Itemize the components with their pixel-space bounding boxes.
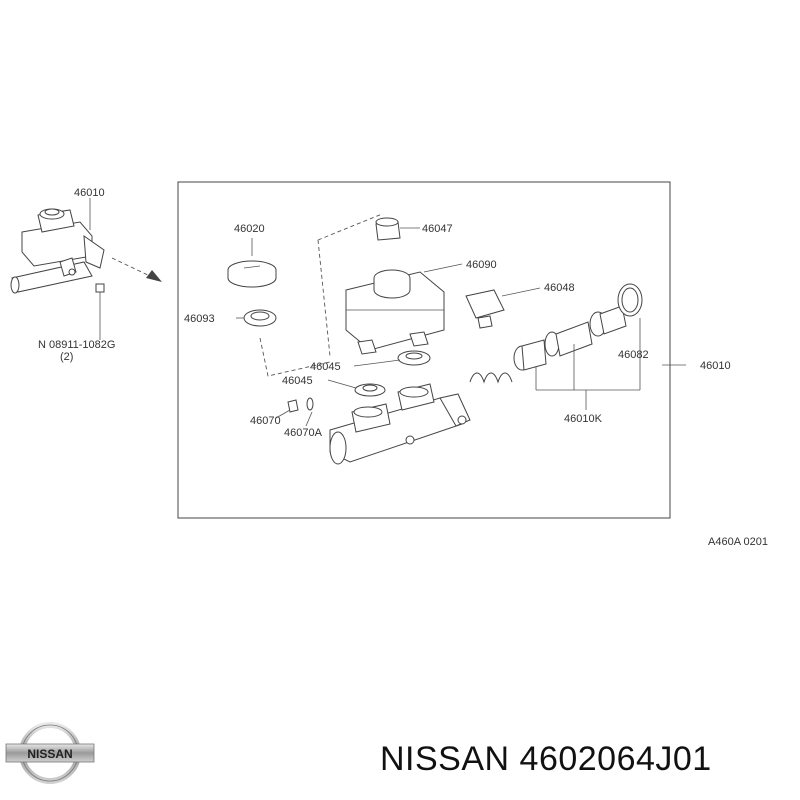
label-46093: 46093 — [184, 313, 215, 325]
piston-kit — [469, 283, 643, 410]
label-bolt-ref: N 08911-1082G — [38, 339, 115, 351]
label-46020: 46020 — [234, 223, 265, 235]
label-46070a: 46070A — [284, 427, 323, 439]
level-sensor-connector — [465, 287, 541, 329]
label-46045-lower: 46045 — [282, 375, 313, 387]
label-figure-code: A460A 0201 — [708, 536, 768, 548]
label-46090: 46090 — [466, 259, 497, 271]
grommets — [327, 350, 431, 397]
label-46048: 46048 — [544, 282, 575, 294]
nissan-logo: NISSAN — [5, 722, 95, 784]
label-46082: 46082 — [618, 349, 649, 361]
cylinder-body — [329, 383, 471, 465]
pointer-arrow — [111, 257, 151, 277]
part-caption: NISSAN 4602064J01 — [380, 740, 712, 778]
cap-seal — [236, 309, 277, 327]
label-46047: 46047 — [422, 223, 453, 235]
svg-text:NISSAN: NISSAN — [27, 747, 72, 761]
label-assembly-top: 46010 — [74, 187, 105, 199]
reservoir-cap — [227, 238, 277, 288]
label-bolt-qty: (2) — [60, 351, 73, 363]
bleeder-parts — [275, 397, 314, 427]
detail-frame — [177, 181, 671, 519]
label-46010k: 46010K — [564, 413, 603, 425]
assembly-thumbnail — [10, 198, 105, 340]
reservoir-tank — [345, 263, 463, 355]
plug — [375, 217, 420, 241]
label-46070: 46070 — [250, 415, 281, 427]
label-46010: 46010 — [700, 360, 731, 372]
label-46045-upper: 46045 — [310, 361, 341, 373]
